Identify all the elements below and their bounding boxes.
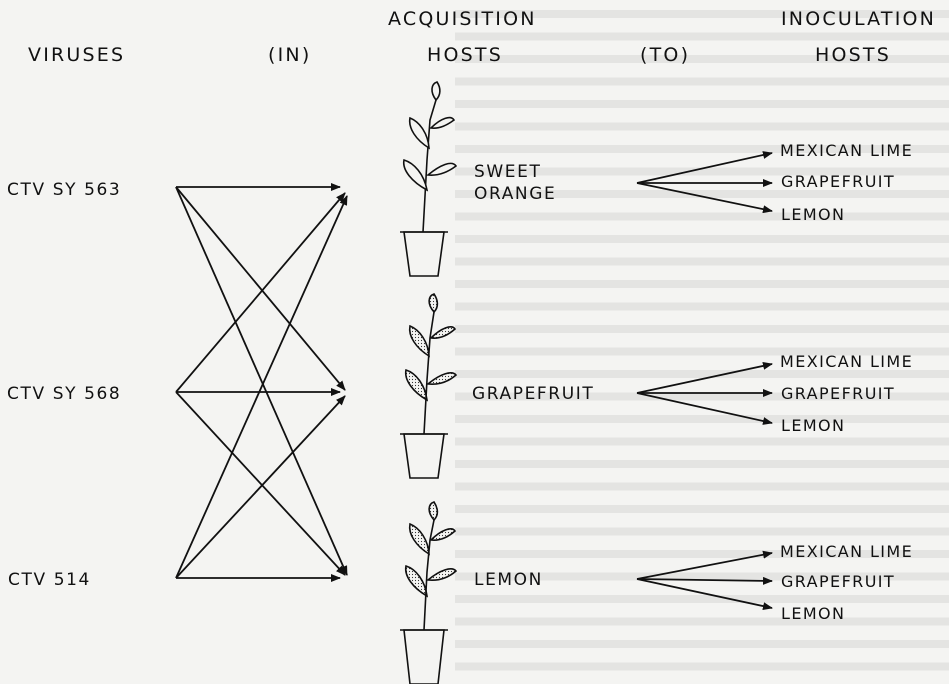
plant-icon-sweet-orange	[400, 81, 458, 277]
line-563-to-grapefruit	[175, 186, 346, 391]
virus-to-host-lines	[175, 183, 348, 582]
inoculation-host-3-1: MEXICAN LIME	[780, 542, 914, 561]
inoculation-host-1-2: GRAPEFRUIT	[781, 172, 896, 191]
arrow-grapefruit-to-lime	[636, 361, 773, 394]
arrow-lemon-to-lemon	[636, 578, 773, 611]
header-in: (IN)	[268, 44, 312, 66]
arrow-orange-to-lime	[636, 151, 773, 184]
virus-label-2: CTV SY 568	[7, 384, 122, 404]
plant-icon-lemon	[400, 501, 458, 684]
arrow-orange-to-lemon	[636, 182, 773, 214]
line-514-to-orange	[175, 195, 348, 579]
inoculation-host-2-3: LEMON	[781, 416, 846, 435]
acquisition-host-1-line2: ORANGE	[474, 184, 557, 204]
line-514-to-grapefruit	[175, 395, 346, 579]
acquisition-host-1-line1: SWEET	[474, 162, 542, 182]
inoculation-host-1-3: LEMON	[781, 205, 846, 224]
arrow-grapefruit-to-lemon	[636, 392, 773, 425]
inoculation-host-2-1: MEXICAN LIME	[780, 352, 914, 371]
host-to-inoculation-arrows	[636, 151, 773, 611]
arrow-lemon-to-lime	[636, 550, 773, 580]
line-568-to-orange	[175, 192, 346, 393]
line-568-to-lemon	[175, 391, 346, 576]
header-to: (TO)	[640, 44, 691, 66]
header-viruses: VIRUSES	[28, 44, 126, 66]
acquisition-host-3: LEMON	[474, 570, 543, 590]
virus-label-1: CTV SY 563	[7, 180, 122, 200]
inoculation-host-3-2: GRAPEFRUIT	[781, 572, 896, 591]
inoculation-host-2-2: GRAPEFRUIT	[781, 384, 896, 403]
line-563-to-lemon	[175, 186, 348, 576]
background-page-texture	[455, 0, 949, 684]
arrow-lemon-to-grapefruit	[636, 576, 773, 585]
virus-label-3: CTV 514	[8, 570, 91, 590]
plant-icon-grapefruit	[400, 293, 458, 479]
header-inoculation: INOCULATION	[781, 8, 937, 30]
header-inoculation-hosts: HOSTS	[815, 44, 891, 66]
inoculation-host-1-1: MEXICAN LIME	[780, 141, 914, 160]
inoculation-host-3-3: LEMON	[781, 604, 846, 623]
header-acquisition-hosts: HOSTS	[427, 44, 503, 66]
acquisition-host-2: GRAPEFRUIT	[472, 384, 595, 404]
header-acquisition: ACQUISITION	[388, 8, 537, 30]
